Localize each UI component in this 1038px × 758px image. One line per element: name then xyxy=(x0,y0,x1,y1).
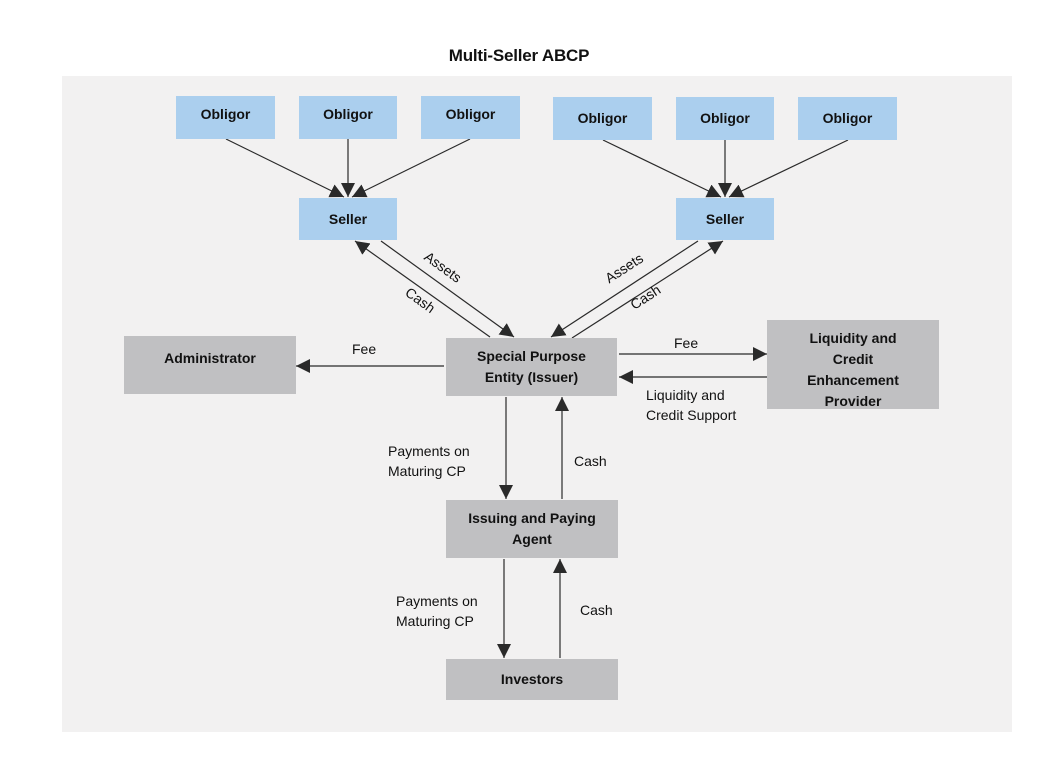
edge-obligor-r1-seller xyxy=(602,139,722,198)
obligor-node: Obligor xyxy=(553,97,652,140)
edge-label-cash-investors: Cash xyxy=(580,602,613,618)
obligor-node: Obligor xyxy=(676,97,774,140)
edge-assets-right xyxy=(550,240,699,338)
seller-node-right: Seller xyxy=(676,198,774,240)
obligor-node: Obligor xyxy=(421,96,520,139)
edge-obligor-r3-seller xyxy=(728,139,849,198)
special-purpose-entity-node: Special Purpose Entity (Issuer) xyxy=(446,338,617,396)
obligor-node: Obligor xyxy=(798,97,897,140)
edge-label-payments-ipa: Payments on Maturing CP xyxy=(396,593,478,629)
obligor-node: Obligor xyxy=(299,96,397,139)
edge-cash-right xyxy=(571,240,724,339)
edge-assets-left xyxy=(380,240,515,338)
edge-obligor-l1-seller xyxy=(225,138,345,198)
diagram-title: Multi-Seller ABCP xyxy=(448,46,590,65)
obligor-node: Obligor xyxy=(176,96,275,139)
edge-label-liquidity-support: Liquidity and Credit Support xyxy=(646,387,737,423)
investors-node: Investors xyxy=(446,659,618,700)
edge-label-cash-ipa: Cash xyxy=(574,453,607,469)
edge-label-payments-spe: Payments on Maturing CP xyxy=(388,443,470,479)
issuing-paying-agent-node: Issuing and Paying Agent xyxy=(446,500,618,558)
edge-obligor-l3-seller xyxy=(351,138,471,198)
edge-cash-left xyxy=(354,240,491,338)
edge-label-fee-admin: Fee xyxy=(352,341,377,357)
seller-node-left: Seller xyxy=(299,198,397,240)
liquidity-provider-node: Liquidity and Credit Enhancement Provide… xyxy=(767,320,939,409)
administrator-node: Administrator xyxy=(124,336,296,394)
edge-label-fee-liquidity: Fee xyxy=(674,335,699,351)
